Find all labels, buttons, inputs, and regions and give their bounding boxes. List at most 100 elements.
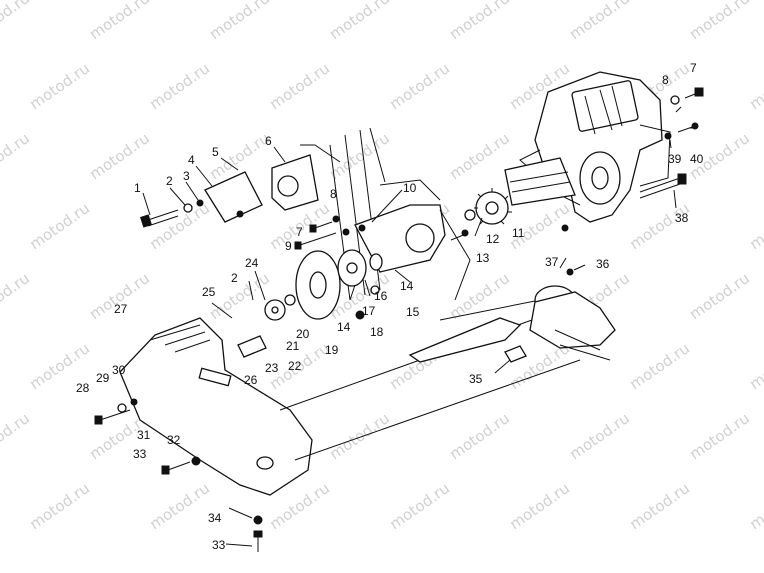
watermark-text: motod.ru [146, 479, 213, 533]
watermark-text: motod.ru [626, 199, 693, 253]
watermark-text: motod.ru [146, 59, 213, 113]
chain-tensioner [408, 285, 616, 363]
callout-18: 18 [370, 325, 384, 339]
callout-17: 17 [362, 304, 376, 318]
bolt-38 [639, 173, 687, 199]
bracket-4-5 [204, 171, 263, 223]
washer-2-3 [183, 199, 204, 213]
callout-10: 10 [403, 181, 417, 195]
engine-block [504, 71, 671, 223]
watermark-text: motod.ru [386, 59, 453, 113]
watermark-text: motod.ru [0, 0, 33, 43]
watermark-text: motod.ru [26, 479, 93, 533]
watermark-text: motod.ru [206, 269, 273, 323]
watermark-text: motod.ru [266, 59, 333, 113]
callout-8: 8 [330, 187, 337, 201]
clutch-sheave-19 [295, 249, 383, 320]
watermark-text: motod.ru [446, 0, 513, 43]
callout-2: 2 [166, 174, 173, 188]
callout-30: 30 [112, 363, 126, 377]
callout-36: 36 [596, 257, 610, 271]
bolts-28-33 [94, 398, 263, 552]
callout-39: 39 [668, 152, 682, 166]
watermark-text: motod.ru [26, 59, 93, 113]
callout-34: 34 [208, 511, 222, 525]
watermark-text: motod.ru [506, 479, 573, 533]
callout-14a: 14 [400, 279, 414, 293]
callout-24: 24 [245, 256, 259, 270]
watermark-text: motod.ru [146, 199, 213, 253]
drive-sprocket-11 [474, 188, 512, 225]
watermark-text: motod.ru [686, 0, 753, 43]
callout-26: 26 [244, 373, 258, 387]
callout-33a: 33 [133, 447, 147, 461]
callout-2b: 2 [231, 271, 238, 285]
watermark-text: motod.ru [686, 269, 753, 323]
watermark-text: motod.ru [746, 59, 764, 113]
callout-1: 1 [134, 181, 141, 195]
watermark-text: motod.ru [446, 129, 513, 183]
leader-lines [142, 106, 695, 547]
callout-4: 4 [188, 153, 195, 167]
watermark-text: motod.ru [746, 339, 764, 393]
watermark-text: motod.ru [746, 199, 764, 253]
callout-8b: 8 [662, 73, 669, 87]
callout-27: 27 [114, 302, 128, 316]
callout-32: 32 [167, 433, 181, 447]
parts-14-18 [355, 285, 380, 320]
watermark-text: motod.ru [326, 409, 393, 463]
callout-38: 38 [675, 211, 689, 225]
bolts-39-40 [664, 122, 699, 140]
watermark-text: motod.ru [86, 129, 153, 183]
watermark-text: motod.ru [686, 409, 753, 463]
spacer-23 [237, 335, 267, 358]
callout-37: 37 [545, 255, 559, 269]
callout-23: 23 [265, 361, 279, 375]
callout-3: 3 [183, 169, 190, 183]
small-sprocket-21 [264, 294, 296, 321]
bolt-1 [140, 209, 179, 228]
watermark-text: motod.ru [446, 409, 513, 463]
callout-33b: 33 [212, 538, 226, 552]
callout-25: 25 [202, 285, 216, 299]
watermark-text: motod.ru [326, 0, 393, 43]
callout-16: 16 [374, 289, 388, 303]
callout-labels: 1 2 3 4 5 6 7 8 9 10 11 12 13 14 14 15 1… [76, 61, 704, 552]
callout-31: 31 [137, 428, 151, 442]
watermark-text: motod.ru [0, 269, 33, 323]
watermark-text: motod.ru [206, 0, 273, 43]
callout-11: 11 [512, 226, 525, 240]
watermark-text: motod.ru [746, 479, 764, 533]
callout-35: 35 [469, 372, 483, 386]
watermark-text: motod.ru [0, 129, 33, 183]
callout-28: 28 [76, 381, 90, 395]
callout-20: 20 [296, 327, 310, 341]
callout-15: 15 [406, 305, 420, 319]
watermark-text: motod.ru [0, 409, 33, 463]
washer-12-13 [461, 209, 476, 237]
watermark-text: motod.ru [626, 479, 693, 533]
callout-19: 19 [325, 343, 339, 357]
callout-6: 6 [265, 134, 272, 148]
bolts-7-8-right [670, 87, 704, 105]
nut-36-37 [561, 224, 574, 276]
callout-22: 22 [288, 359, 302, 373]
callout-13: 13 [476, 251, 490, 265]
callout-5: 5 [212, 145, 219, 159]
callout-7b: 7 [690, 61, 697, 75]
callout-12: 12 [486, 232, 500, 246]
callout-21: 21 [286, 339, 300, 353]
watermark-text: motod.ru [566, 0, 633, 43]
chain-case-cover [119, 317, 313, 496]
callout-7: 7 [296, 225, 303, 239]
callout-9: 9 [285, 239, 292, 253]
watermark-text: motod.ru [386, 479, 453, 533]
watermark-text: motod.ru [566, 409, 633, 463]
watermark-text: motod.ru [86, 0, 153, 43]
callout-40: 40 [690, 152, 704, 166]
callout-14b: 14 [337, 320, 351, 334]
watermark-text: motod.ru [626, 339, 693, 393]
bolts-7-8-9 [294, 215, 366, 250]
callout-29: 29 [96, 371, 110, 385]
